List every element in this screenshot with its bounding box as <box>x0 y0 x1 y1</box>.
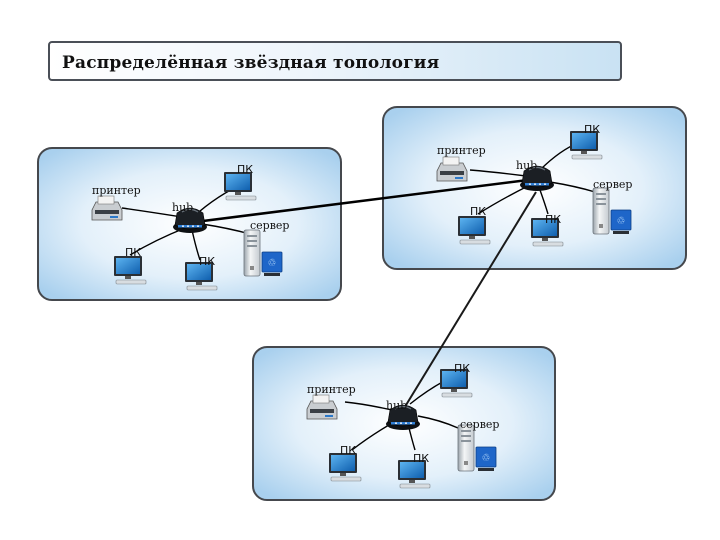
diagram-title: Распределённая звёздная топология <box>62 53 440 73</box>
right-pc-icon-left <box>457 215 491 245</box>
left-server-label: сервер <box>250 219 289 232</box>
backbone-link-left-right <box>194 177 537 224</box>
left-pc-icon-bottom-left <box>113 255 147 285</box>
left-printer-label: принтер <box>92 184 141 197</box>
bottom-pc-label-right: ПК <box>413 452 429 465</box>
right-server-label: сервер <box>593 178 632 191</box>
right-pc-label-right: ПК <box>545 213 561 226</box>
bottom-printer-label: принтер <box>307 383 356 396</box>
bottom-pc-icon-left <box>328 452 362 482</box>
right-pc-label-left: ПК <box>470 205 486 218</box>
right-hub-label: hub <box>516 159 537 172</box>
backbone-link-right-bottom <box>402 191 537 411</box>
right-pc-label-top: ПК <box>584 123 600 136</box>
left-hub-label: hub <box>172 201 193 214</box>
bottom-pc-label-left: ПК <box>340 444 356 457</box>
left-pc-label-bottom-left: ПК <box>125 246 141 259</box>
bottom-hub-label: hub <box>386 399 407 412</box>
left-pc-icon-top <box>223 171 257 201</box>
title-banner: Распределённая звёздная топология <box>48 41 622 81</box>
left-pc-label-top: ПК <box>237 163 253 176</box>
left-pc-label-bottom: ПК <box>199 255 215 268</box>
right-printer-label: принтер <box>437 144 486 157</box>
bottom-server-label: сервер <box>460 418 499 431</box>
bottom-pc-label-top: ПК <box>454 362 470 375</box>
